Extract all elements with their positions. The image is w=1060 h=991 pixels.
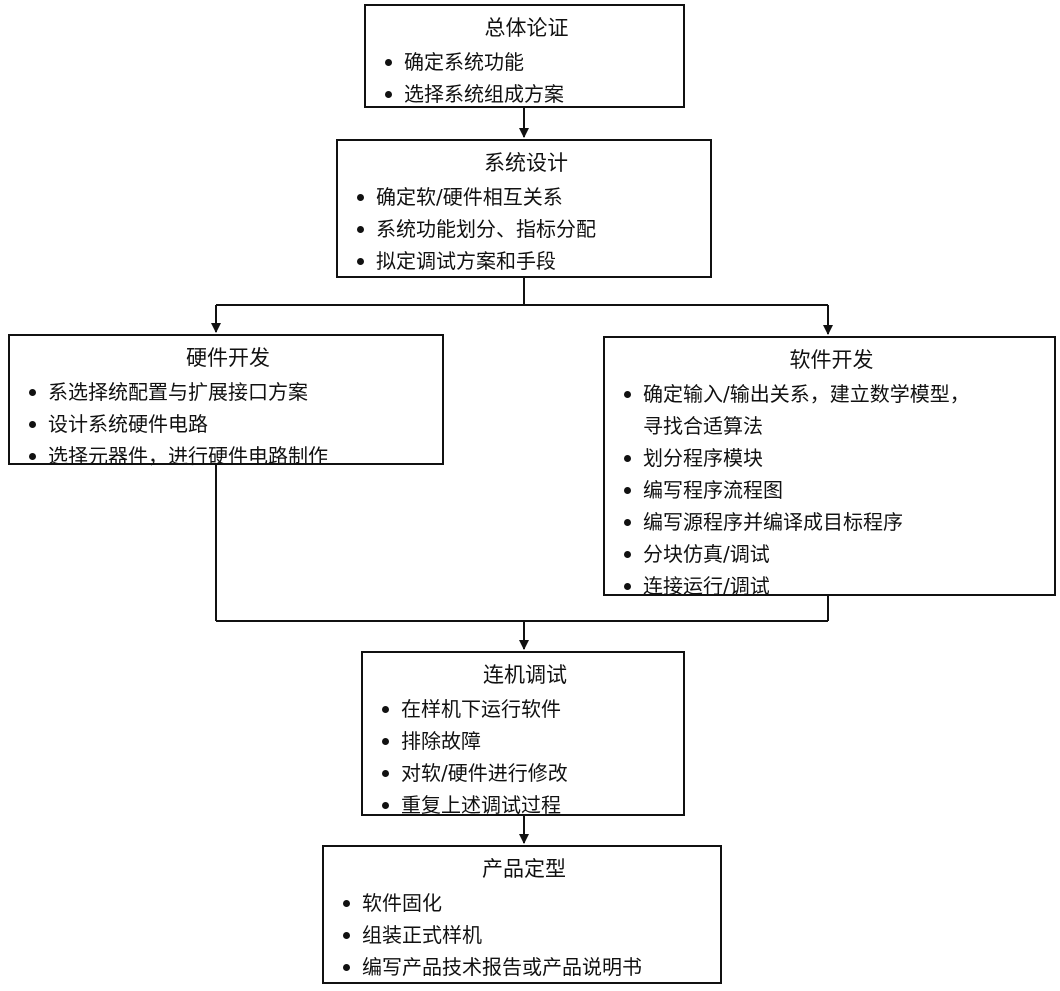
list-item: 确定系统功能 — [380, 46, 673, 78]
list-item: 对软/硬件进行修改 — [377, 757, 673, 789]
stage-overall-items: 确定系统功能 选择系统组成方案 — [380, 46, 673, 110]
list-item: 确定软/硬件相互关系 — [352, 181, 700, 213]
list-item: 编写产品技术报告或产品说明书 — [338, 951, 710, 983]
stage-online-debug-box: 连机调试 在样机下运行软件 排除故障 对软/硬件进行修改 重复上述调试过程 — [361, 651, 685, 817]
list-item-continuation: 寻找合适算法 — [643, 414, 763, 438]
list-item: 系选择统配置与扩展接口方案 — [24, 376, 432, 408]
list-item: 设计系统硬件电路 — [24, 408, 432, 440]
stage-product-box: 产品定型 软件固化 组装正式样机 编写产品技术报告或产品说明书 — [322, 845, 722, 984]
list-item: 选择系统组成方案 — [380, 78, 673, 110]
list-item: 划分程序模块 — [619, 442, 1044, 474]
stage-software-items: 确定输入/输出关系，建立数学模型， 寻找合适算法 划分程序模块 编写程序流程图 … — [619, 378, 1044, 602]
stage-system-design-items: 确定软/硬件相互关系 系统功能划分、指标分配 拟定调试方案和手段 — [352, 181, 700, 277]
stage-software-box: 软件开发 确定输入/输出关系，建立数学模型， 寻找合适算法 划分程序模块 编写程… — [603, 336, 1056, 598]
list-item: 拟定调试方案和手段 — [352, 245, 700, 277]
stage-system-design-box: 系统设计 确定软/硬件相互关系 系统功能划分、指标分配 拟定调试方案和手段 — [336, 139, 712, 278]
stage-software-title: 软件开发 — [789, 348, 874, 372]
stage-overall-box: 总体论证 确定系统功能 选择系统组成方案 — [364, 4, 685, 108]
stage-online-debug-title: 连机调试 — [483, 663, 567, 687]
list-item: 选择元器件，进行硬件电路制作 — [24, 440, 432, 472]
list-item: 编写程序流程图 — [619, 474, 1044, 506]
stage-system-design-title: 系统设计 — [484, 151, 568, 175]
list-item: 确定输入/输出关系，建立数学模型， — [619, 378, 1044, 410]
list-item: 系统功能划分、指标分配 — [352, 213, 700, 245]
list-item: 排除故障 — [377, 725, 673, 757]
stage-online-debug-items: 在样机下运行软件 排除故障 对软/硬件进行修改 重复上述调试过程 — [377, 693, 673, 821]
list-item: 软件固化 — [338, 887, 710, 919]
list-item: 在样机下运行软件 — [377, 693, 673, 725]
stage-hardware-title: 硬件开发 — [186, 346, 270, 370]
list-item: 重复上述调试过程 — [377, 789, 673, 821]
stage-product-title: 产品定型 — [482, 857, 566, 881]
list-item: 连接运行/调试 — [619, 570, 1044, 602]
list-item: 分块仿真/调试 — [619, 538, 1044, 570]
stage-overall-title: 总体论证 — [484, 16, 569, 40]
stage-hardware-box: 硬件开发 系选择统配置与扩展接口方案 设计系统硬件电路 选择元器件，进行硬件电路… — [8, 334, 444, 468]
list-item: 编写源程序并编译成目标程序 — [619, 506, 1044, 538]
stage-hardware-items: 系选择统配置与扩展接口方案 设计系统硬件电路 选择元器件，进行硬件电路制作 — [24, 376, 432, 472]
stage-product-items: 软件固化 组装正式样机 编写产品技术报告或产品说明书 — [338, 887, 710, 983]
list-item: 组装正式样机 — [338, 919, 710, 951]
